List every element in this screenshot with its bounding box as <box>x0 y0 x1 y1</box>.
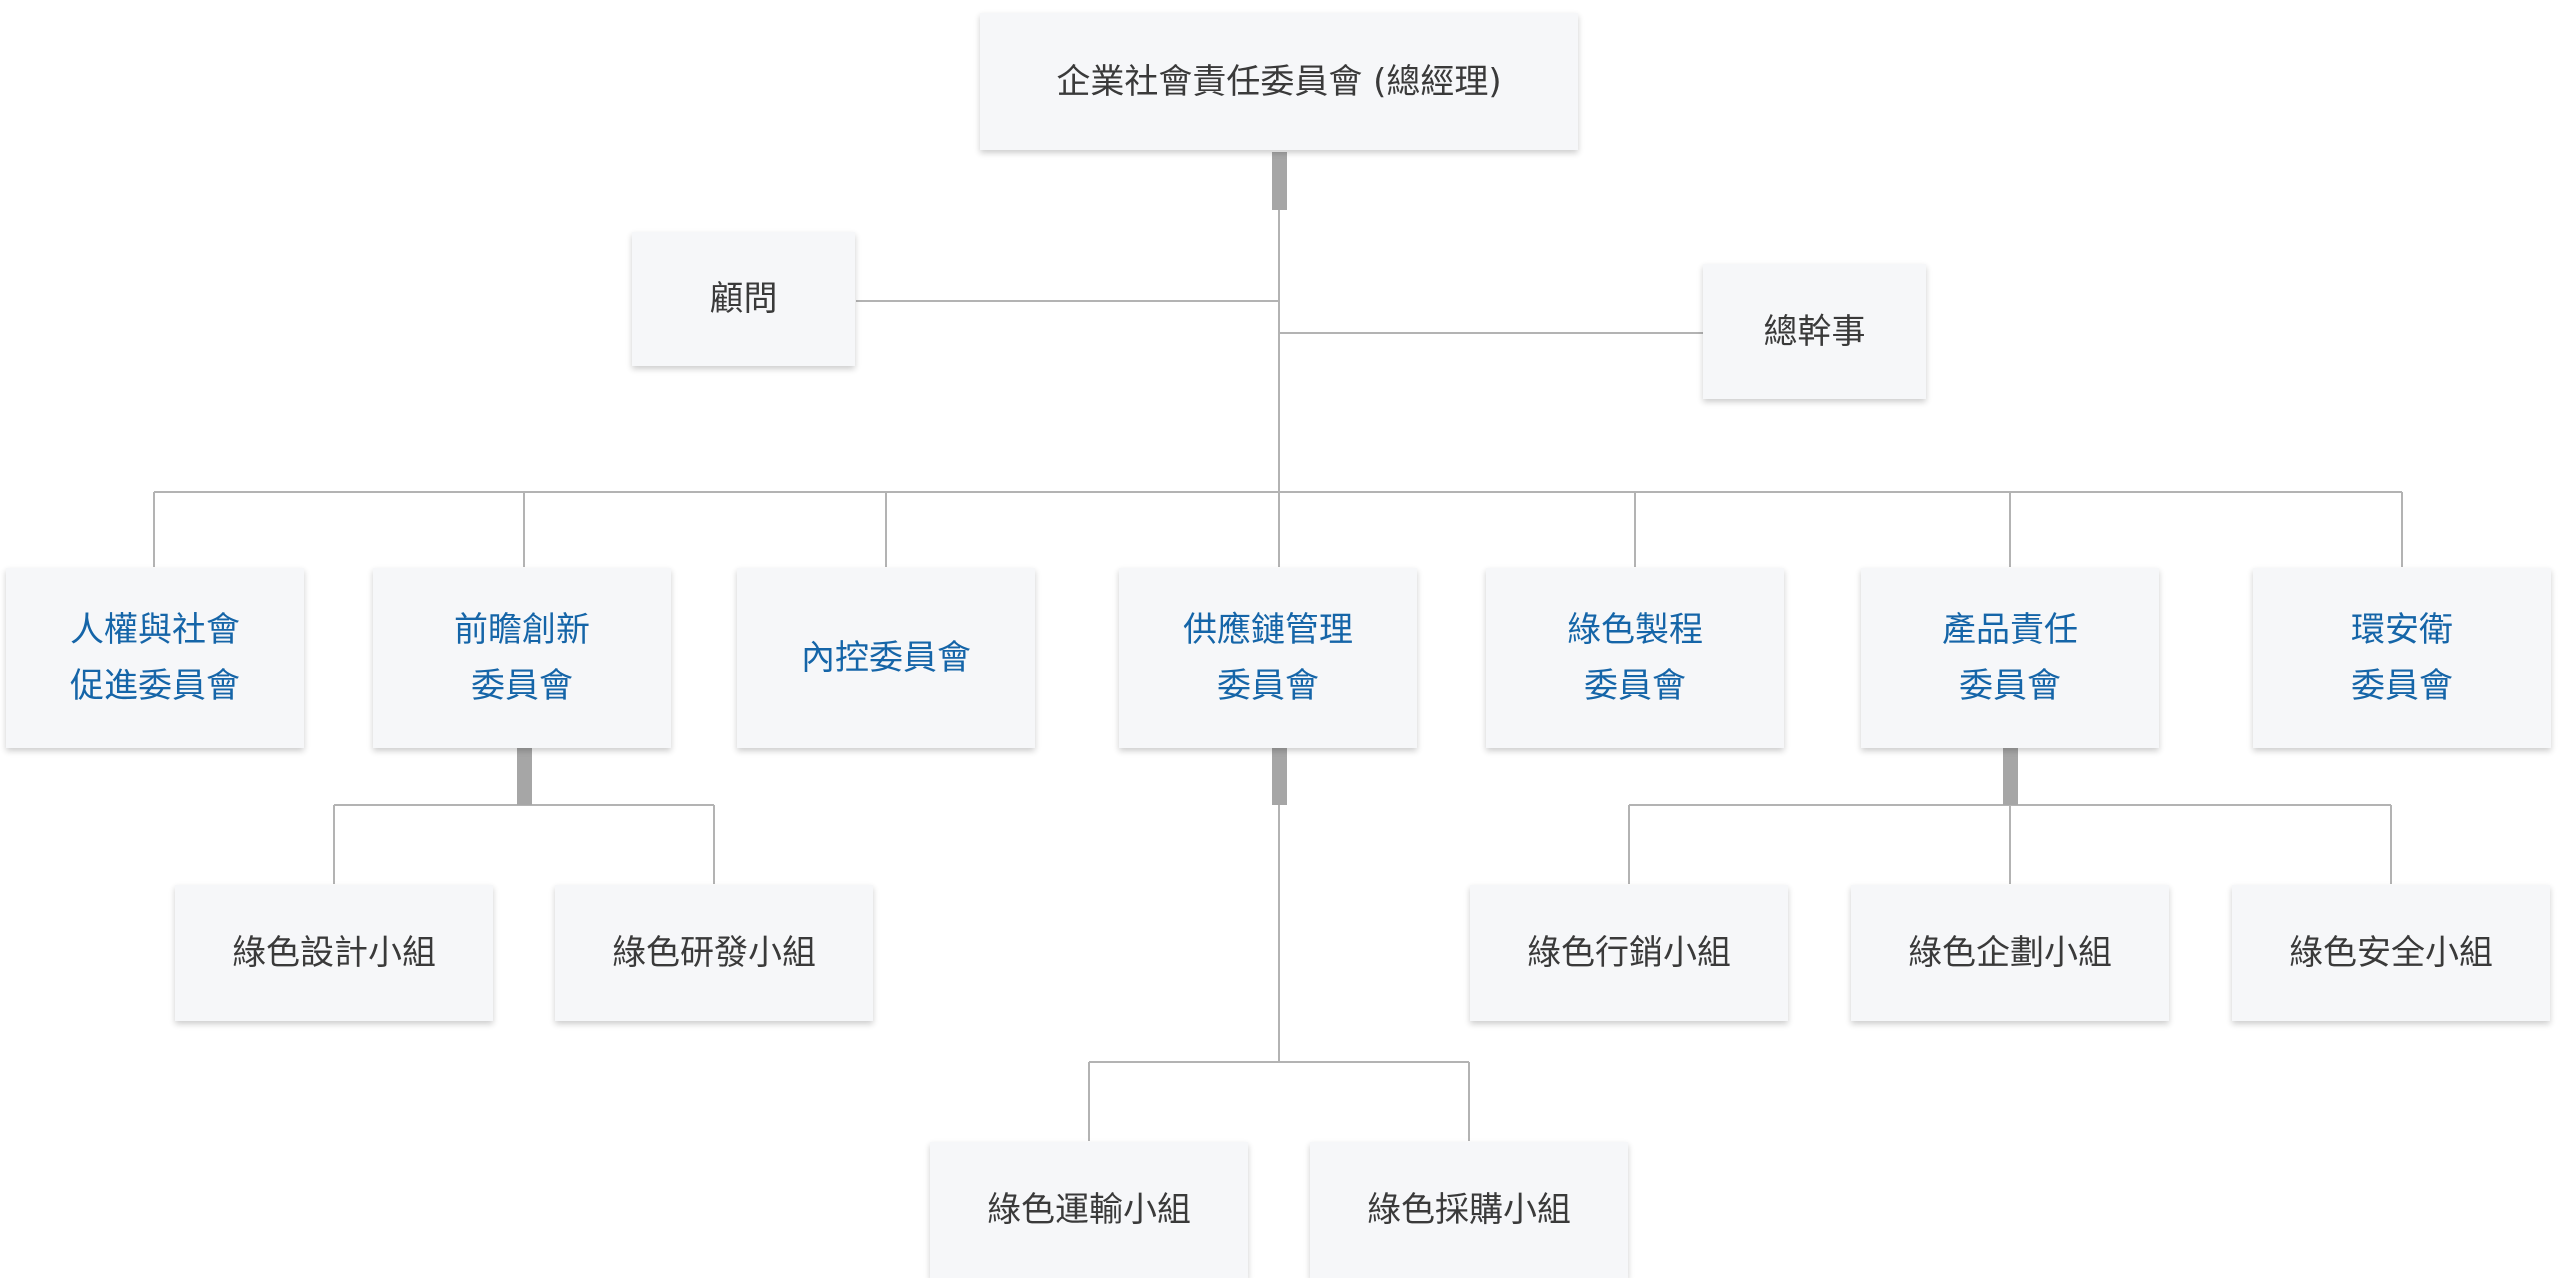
committee-innovation-line-2: 委員會 <box>471 666 573 706</box>
committee-ehs-line-1: 環安衛 <box>2351 610 2453 650</box>
group-green-safety: 綠色安全小組 <box>2232 885 2550 1021</box>
group-green-rnd: 綠色研發小組 <box>555 885 873 1021</box>
group-green-marketing-label: 綠色行銷小組 <box>1527 933 1731 973</box>
group-green-marketing: 綠色行銷小組 <box>1470 885 1788 1021</box>
group-green-design-label: 綠色設計小組 <box>232 933 436 973</box>
committee-product-responsibility-line-2: 委員會 <box>1959 666 2061 706</box>
committee-supply-chain-line-1: 供應鏈管理 <box>1183 610 1353 650</box>
committee-human-rights-line-2: 促進委員會 <box>70 666 240 706</box>
group-green-planning-label: 綠色企劃小組 <box>1908 933 2112 973</box>
group-green-transport-label: 綠色運輸小組 <box>987 1190 1191 1230</box>
connector-stub-supply <box>1272 748 1287 805</box>
committee-human-rights: 人權與社會 促進委員會 <box>6 568 304 748</box>
committee-supply-chain-line-2: 委員會 <box>1217 666 1319 706</box>
committee-internal-control-line-1: 內控委員會 <box>801 638 971 678</box>
connector-stub-product <box>2003 748 2018 805</box>
group-green-procurement-label: 綠色採購小組 <box>1367 1190 1571 1230</box>
committee-green-process-line-1: 綠色製程 <box>1567 610 1703 650</box>
group-green-design: 綠色設計小組 <box>175 885 493 1021</box>
connector-stub-innovation <box>517 748 532 805</box>
group-green-safety-label: 綠色安全小組 <box>2289 933 2493 973</box>
general-secretary-label: 總幹事 <box>1763 311 1866 352</box>
general-secretary-box: 總幹事 <box>1703 264 1926 399</box>
root-committee-label: 企業社會責任委員會 (總經理) <box>1056 61 1502 102</box>
committee-innovation: 前瞻創新 委員會 <box>373 568 671 748</box>
committee-product-responsibility-line-1: 產品責任 <box>1942 610 2078 650</box>
connector-stub-root <box>1272 152 1287 210</box>
group-green-procurement: 綠色採購小組 <box>1310 1142 1628 1278</box>
advisor-box: 顧問 <box>632 232 855 366</box>
committee-innovation-line-1: 前瞻創新 <box>454 610 590 650</box>
committee-human-rights-line-1: 人權與社會 <box>70 610 240 650</box>
committee-green-process: 綠色製程 委員會 <box>1486 568 1784 748</box>
committee-green-process-line-2: 委員會 <box>1584 666 1686 706</box>
group-green-rnd-label: 綠色研發小組 <box>612 933 816 973</box>
group-green-transport: 綠色運輸小組 <box>930 1142 1248 1278</box>
committee-supply-chain: 供應鏈管理 委員會 <box>1119 568 1417 748</box>
committee-ehs: 環安衛 委員會 <box>2253 568 2551 748</box>
advisor-label: 顧問 <box>709 279 778 319</box>
committee-product-responsibility: 產品責任 委員會 <box>1861 568 2159 748</box>
group-green-planning: 綠色企劃小組 <box>1851 885 2169 1021</box>
committee-ehs-line-2: 委員會 <box>2351 666 2453 706</box>
committee-internal-control: 內控委員會 <box>737 568 1035 748</box>
root-committee-box: 企業社會責任委員會 (總經理) <box>980 13 1578 150</box>
